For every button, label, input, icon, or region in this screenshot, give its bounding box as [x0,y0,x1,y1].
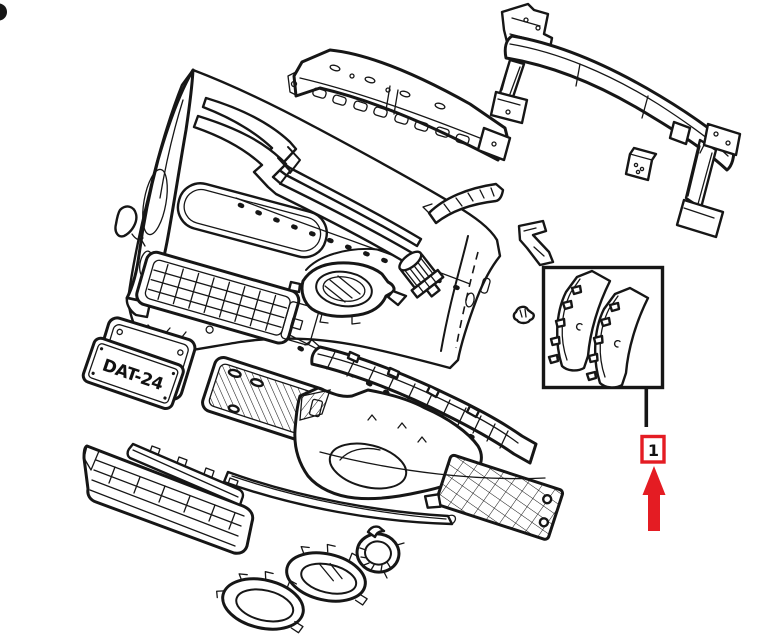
side-bracket [517,219,555,267]
chevron-trim [192,96,423,266]
beam-left-leg [489,58,529,125]
fog-bezel-inner [285,543,368,606]
beam-clip-block [624,146,658,182]
grille-upper-support [287,48,512,162]
lower-grille [82,444,255,555]
part-1-badge-frame[interactable] [640,434,666,464]
up-arrow-icon [642,466,666,531]
drl-strip [422,182,505,225]
bumper-reinforcement-beam [489,2,742,239]
grille-trim-strip [126,442,245,507]
callout-detail-box [541,265,665,390]
energy-absorber [304,339,538,465]
bulb-holder [398,250,445,299]
double-chevron-emblem [277,146,301,185]
trim-moulding-strip [547,269,612,372]
license-plate: DAT-24 [81,336,185,411]
beam-right-bracket [702,122,742,157]
beam-small-tab [668,120,692,146]
part-1-badge-label: 1 [648,441,659,460]
grille-opening [176,182,328,259]
fog-bezel-outer [216,571,305,634]
corner-mark [0,3,7,21]
beam-bar [503,34,736,172]
center-grille [135,250,320,346]
beam-right-leg [675,138,725,239]
support-end-bracket [476,126,512,162]
bumper-cover-left-edge [125,68,195,319]
washer-cover [114,205,146,247]
leader-line [644,388,649,427]
support-slots [312,87,470,145]
tab-edge-upper [237,202,471,295]
small-clip [512,305,535,325]
part-1-badge[interactable]: 1 [640,434,666,464]
fog-lamp-unit [287,261,408,325]
fog-lamp-round [355,525,405,579]
fog-opening [328,442,408,490]
lower-lip-spoiler [222,451,546,526]
